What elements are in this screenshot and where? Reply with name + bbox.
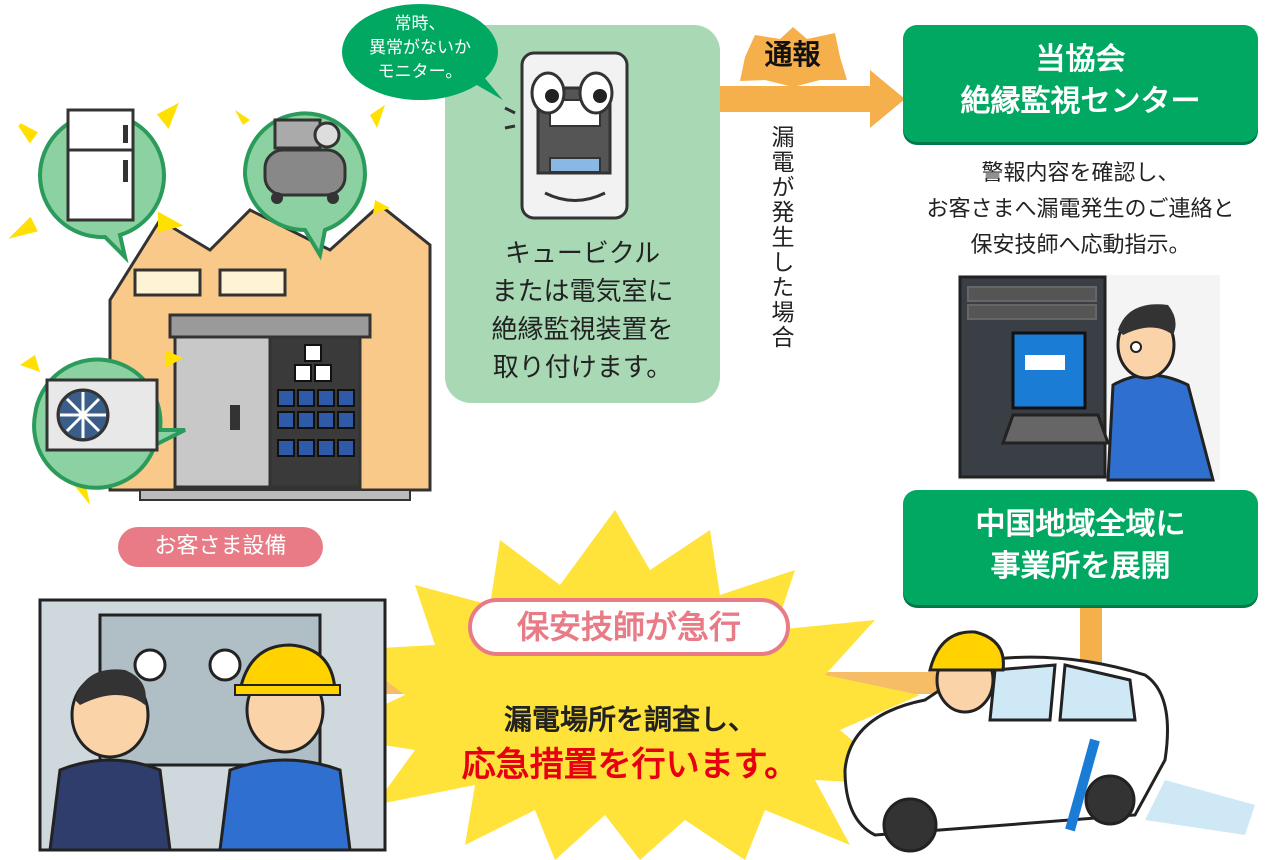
speech-bubble-line: 異常がないか [369, 38, 471, 58]
compressor-icon [235, 105, 390, 261]
notify-badge: 通報 [740, 33, 845, 73]
action-text: 漏電場所を調査し、 応急措置を行います。 [420, 700, 840, 790]
center-description-line: 警報内容を確認し、 [981, 161, 1180, 186]
notify-arrow-shaft [715, 86, 875, 112]
action-line1: 漏電場所を調査し、 [503, 703, 756, 736]
building-icon [108, 203, 432, 501]
device-panel-line: キュービクル [504, 239, 661, 269]
offices-line2: 事業所を展開 [990, 549, 1171, 584]
offices-line1: 中国地域全域に [975, 507, 1186, 542]
car-icon [843, 630, 1255, 853]
engineer-badge-label: 保安技師が急行 [516, 608, 741, 646]
engineer-badge: 保安技師が急行 [468, 598, 790, 656]
notify-badge-label: 通報 [764, 38, 821, 71]
center-description-line: 保安技師へ応動指示。 [970, 233, 1191, 258]
speech-bubble-shape [342, 4, 503, 100]
device-panel-text: キュービクル または電気室に 絶縁監視装置を 取り付けます。 [450, 235, 715, 387]
monitoring-center-line1: 当協会 [1035, 42, 1126, 77]
center-description-line: お客さまへ漏電発生のご連絡と [926, 197, 1235, 222]
operator-icon [958, 275, 1220, 482]
device-panel-line: 絶縁監視装置を [491, 315, 674, 345]
device-panel-line: 取り付けます。 [492, 353, 673, 383]
notify-badge-shape [740, 27, 847, 87]
speech-bubble-line: 常時、 [394, 14, 446, 34]
customer-equipment-label-text: お客さま設備 [154, 534, 287, 559]
action-line2: 応急措置を行います。 [461, 745, 799, 785]
notify-arrow-head [870, 70, 905, 128]
device-panel-line: または電気室に [491, 277, 674, 307]
monitoring-center-box: 当協会 絶縁監視センター [903, 25, 1258, 142]
air-conditioner-icon [20, 350, 186, 505]
vertical-note: 漏電が発生した場合 [765, 125, 797, 385]
offices-box: 中国地域全域に 事業所を展開 [903, 490, 1258, 605]
monitoring-center-line2: 絶縁監視センター [960, 84, 1201, 119]
center-description: 警報内容を確認し、 お客さまへ漏電発生のご連絡と 保安技師へ応動指示。 [893, 156, 1268, 264]
workers-icon [38, 598, 387, 852]
monitor-device-icon [504, 51, 629, 220]
speech-bubble-line: モニター。 [377, 62, 463, 82]
dispatch-burst [320, 510, 920, 860]
vertical-note-text: 漏電が発生した場合 [767, 125, 793, 350]
refrigerator-icon [8, 102, 184, 264]
customer-equipment-label: お客さま設備 [118, 527, 323, 567]
speech-bubble: 常時、 異常がないか モニター。 [345, 12, 495, 84]
